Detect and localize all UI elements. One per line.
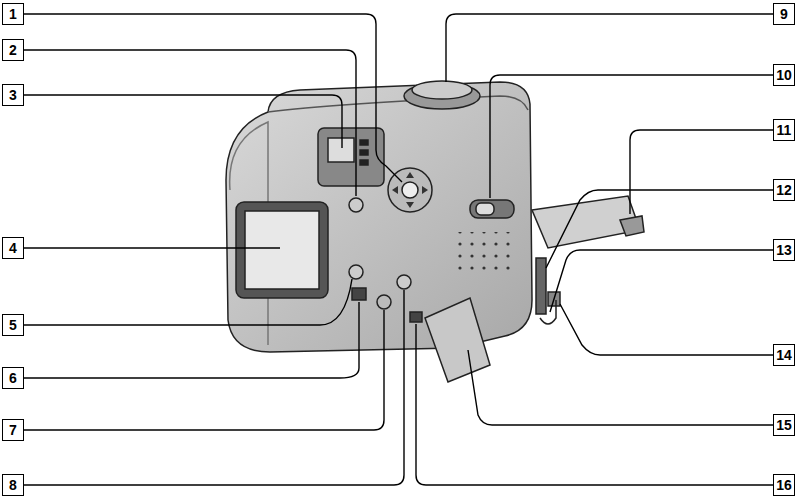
callout-number: 10 <box>773 64 795 86</box>
callout-number: 12 <box>773 179 795 201</box>
callout-number: 14 <box>773 344 795 366</box>
callout-number: 2 <box>2 39 24 61</box>
callout-number: 16 <box>773 474 795 496</box>
leader-lines <box>24 14 773 485</box>
callout-number: 7 <box>2 419 24 441</box>
callout-number: 4 <box>2 237 24 259</box>
callout-number: 3 <box>2 84 24 106</box>
callout-number: 13 <box>773 239 795 261</box>
callout-number: 15 <box>773 414 795 436</box>
callout-number: 1 <box>2 3 24 25</box>
callout-number: 11 <box>773 119 795 141</box>
callout-number: 9 <box>773 3 795 25</box>
callout-number: 8 <box>2 474 24 496</box>
camera-body <box>226 81 644 382</box>
callout-number: 6 <box>2 367 24 389</box>
callout-number: 5 <box>2 314 24 336</box>
